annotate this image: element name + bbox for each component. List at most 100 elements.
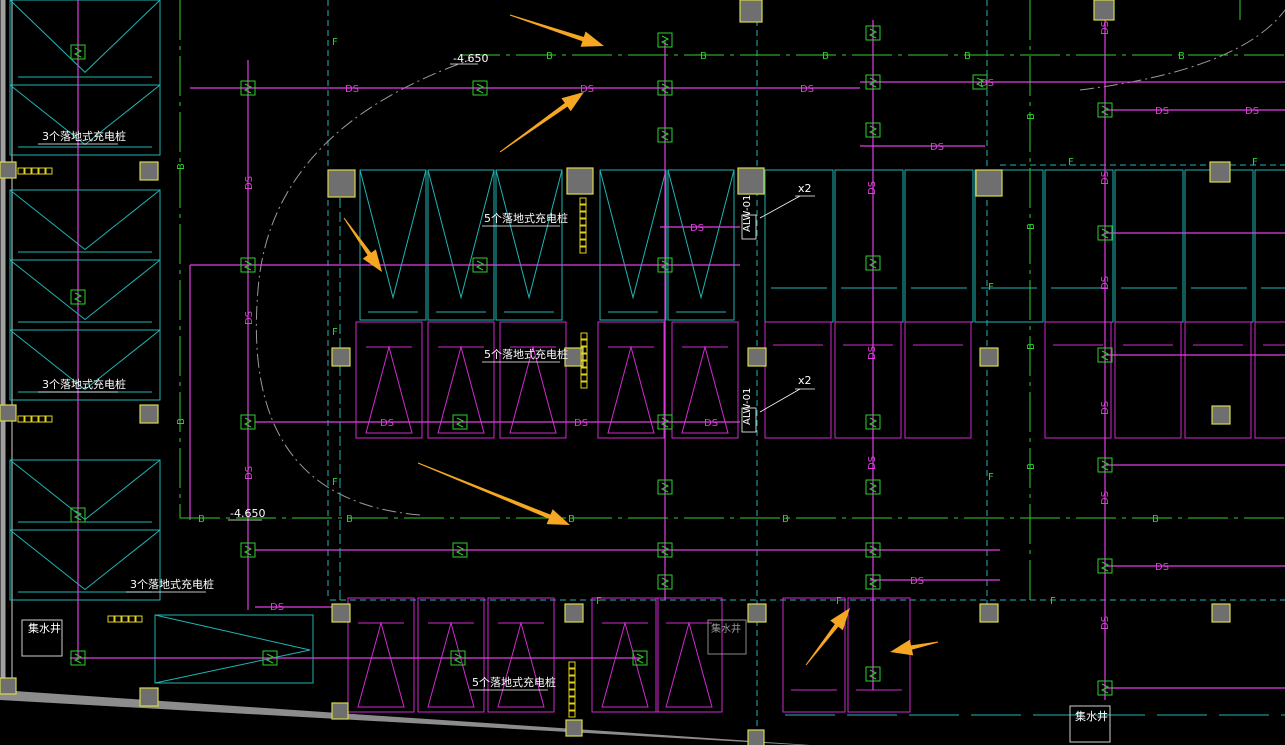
column: [0, 677, 17, 695]
charger-strip-icon: [579, 246, 587, 254]
drain-glyph: [975, 77, 985, 88]
drain-symbol-icon: [657, 479, 673, 495]
drain-glyph: [660, 577, 670, 588]
turning-arc: [255, 9, 1285, 516]
charger-strip-icon: [568, 682, 576, 690]
parking-stall: [974, 169, 1044, 323]
charger-note-4: 5个落地式充电桩: [484, 211, 568, 225]
multiplier-2: x2: [798, 374, 812, 387]
parking-stall: [599, 169, 667, 321]
charger-strip-icon: [568, 696, 576, 704]
column: [566, 167, 594, 195]
b-label: B: [568, 514, 575, 525]
drain-symbol-icon: [865, 574, 881, 590]
drain-glyph: [660, 260, 670, 271]
callout-arrows: [343, 14, 939, 666]
drain-symbol-icon: [450, 650, 466, 666]
drain-glyph: [455, 545, 465, 556]
column: [979, 347, 999, 367]
f-label: F: [596, 596, 602, 607]
drain-glyph: [243, 260, 253, 271]
ds-label: DS: [1100, 401, 1111, 415]
charger-strip-icon: [17, 167, 25, 175]
parking-stall: [591, 597, 659, 713]
sump-label-2: 集水井: [711, 622, 741, 635]
column: [747, 603, 767, 623]
f-label: F: [836, 596, 842, 607]
charger-strip-icon: [579, 197, 587, 205]
ds-label: DS: [867, 456, 878, 470]
column: [139, 404, 159, 424]
ds-label: DS: [867, 346, 878, 360]
f-label: F: [1068, 157, 1074, 168]
stall-wedge: [495, 169, 563, 300]
ds-label: DS: [244, 176, 255, 190]
drain-symbol-icon: [865, 414, 881, 430]
parking-stall: [1114, 321, 1182, 439]
parking-stall: [904, 169, 974, 323]
f-label: F: [332, 477, 338, 488]
drain-symbol-icon: [452, 414, 468, 430]
charger-strip-icon: [580, 360, 588, 368]
callout-arrow-icon: [890, 639, 939, 656]
b-label: B: [700, 51, 707, 62]
stall-wedge: [509, 345, 557, 434]
b-label: B: [346, 514, 353, 525]
charger-strip-icon: [128, 615, 136, 623]
b-label: B: [176, 163, 187, 170]
parking-stall: [1184, 169, 1254, 323]
column: [1211, 405, 1231, 425]
drain-glyph: [453, 653, 463, 664]
drain-glyph: [1100, 350, 1110, 361]
drain-glyph: [868, 545, 878, 556]
b-label: B: [964, 51, 971, 62]
charger-strip-icon: [568, 703, 576, 711]
ds-label: DS: [1245, 106, 1259, 117]
annotations: 3个落地式充电桩 3个落地式充电桩 3个落地式充电桩 5个落地式充电桩 5个落地…: [21, 52, 1111, 743]
parking-stall: [1254, 169, 1285, 323]
parking-stall: [1044, 321, 1112, 439]
drain-symbol-icon: [657, 414, 673, 430]
stall-wedge: [427, 169, 495, 300]
parking-stall: [1114, 169, 1184, 323]
drain-glyph: [660, 417, 670, 428]
charger-strip-icon: [114, 615, 122, 623]
callout-arrow-icon: [509, 14, 604, 47]
drain-glyph: [73, 47, 83, 58]
charger-strip-icon: [580, 374, 588, 382]
drain-glyph: [868, 125, 878, 136]
ds-label: DS: [1100, 616, 1111, 630]
parking-stall: [904, 321, 972, 439]
ds-label: DS: [1155, 562, 1169, 573]
column: [139, 161, 159, 181]
drain-symbol-icon: [865, 542, 881, 558]
stall-wedge: [667, 169, 735, 300]
ds-label: DS: [690, 223, 704, 234]
charger-strip-icon: [579, 204, 587, 212]
charger-strip-icon: [45, 167, 53, 175]
ds-label: DS: [580, 84, 594, 95]
parking-stall: [427, 169, 495, 321]
charger-strip-icon: [38, 415, 46, 423]
parking-stall: [834, 321, 902, 439]
charger-strip-icon: [580, 367, 588, 375]
stall-wedge: [607, 345, 655, 434]
column: [0, 161, 17, 179]
parking-stall: [667, 169, 735, 321]
drain-symbol-icon: [70, 289, 86, 305]
drain-symbol-icon: [865, 666, 881, 682]
column: [1209, 161, 1231, 183]
column: [975, 169, 1003, 197]
stall-wedge: [9, 0, 161, 73]
cyan-parking-stalls: [9, 0, 1285, 716]
stall-wedge: [437, 345, 485, 434]
drain-symbol-icon: [657, 80, 673, 96]
drain-symbol-icon: [865, 255, 881, 271]
drain-symbol-icon: [1097, 558, 1113, 574]
stall-wedge: [665, 621, 713, 708]
column: [739, 0, 763, 23]
ds-label: DS: [704, 418, 718, 429]
charger-strip-icon: [568, 710, 576, 718]
column: [737, 167, 765, 195]
